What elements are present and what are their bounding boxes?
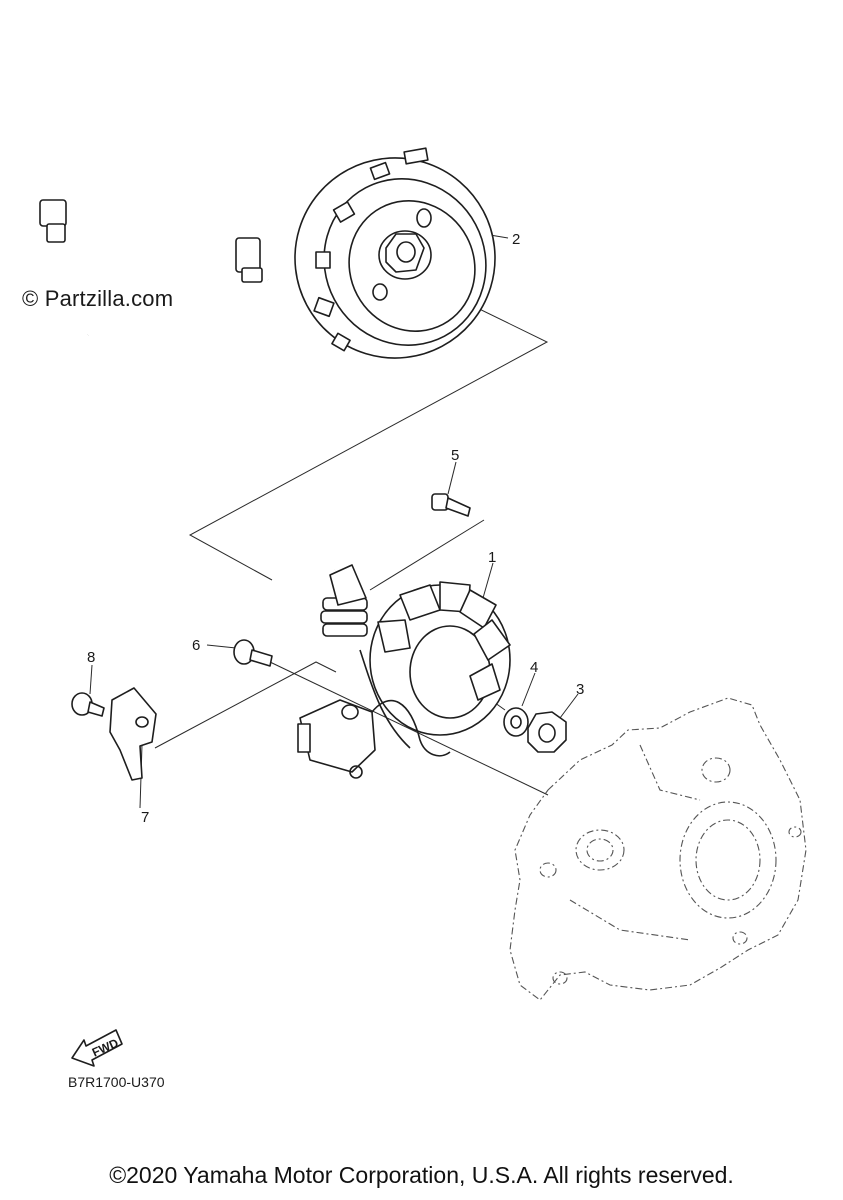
- callout-6: 6: [192, 637, 200, 654]
- coupler-connector: [39, 199, 67, 227]
- wire-harness: [39, 199, 368, 637]
- callout-2: 2: [512, 231, 520, 248]
- partzilla-watermark: © Partzilla.com: [22, 286, 174, 311]
- coupler-connector: [235, 237, 261, 273]
- bolt-6: [233, 639, 273, 667]
- fwd-label: FWD: [90, 1036, 121, 1060]
- callout-8: 8: [87, 649, 95, 666]
- grommet: [320, 564, 368, 637]
- forward-direction-arrow: FWD: [71, 1029, 123, 1067]
- callout-5: 5: [451, 447, 459, 464]
- diagram-code: B7R1700-U370: [68, 1074, 165, 1090]
- nut-3: [527, 711, 567, 753]
- callout-3: 3: [576, 681, 584, 698]
- washer-4: [503, 707, 529, 737]
- callout-labels: 1 2 3 4 5 6 7 8: [87, 231, 584, 826]
- stator-assembly: [297, 581, 511, 779]
- callout-1: 1: [488, 549, 496, 566]
- copyright-notice: ©2020 Yamaha Motor Corporation, U.S.A. A…: [109, 1162, 734, 1188]
- bolt-8: [71, 692, 105, 717]
- rotor-assembly: [294, 147, 496, 359]
- callout-4: 4: [530, 659, 538, 676]
- lead-holder-7: [109, 687, 157, 781]
- crankcase-cover-outline: [509, 697, 807, 1001]
- callout-7: 7: [141, 809, 149, 826]
- bolt-5: [431, 493, 471, 517]
